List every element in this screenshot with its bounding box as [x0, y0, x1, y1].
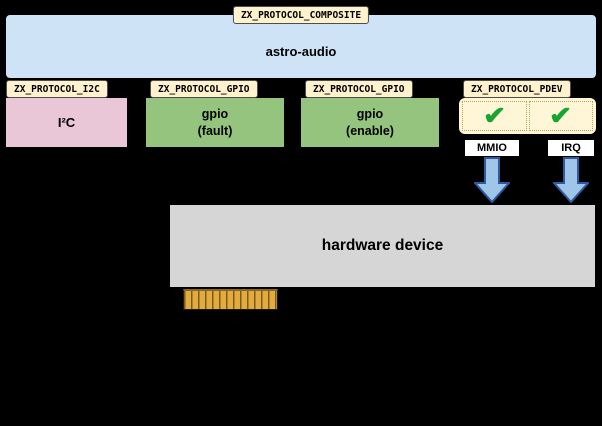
protocol-badge-gpio-enable: ZX_PROTOCOL_GPIO [305, 80, 413, 98]
fragment-gpio-enable: gpio (enable) [300, 97, 440, 148]
fragment-i2c: I²C [5, 97, 128, 148]
mmio-arrow-icon [474, 157, 510, 203]
hardware-device-label: hardware device [321, 237, 444, 254]
composite-driver-box: astro-audio [5, 14, 597, 79]
protocol-badge-i2c: ZX_PROTOCOL_I2C [6, 80, 108, 98]
check-icon: ✔ [482, 101, 506, 130]
fragment-pdev: ✔ ✔ [458, 97, 597, 135]
protocol-badge-pdev: ZX_PROTOCOL_PDEV [463, 80, 571, 98]
fragment-gpio-fault-line2: (fault) [197, 123, 233, 138]
protocol-badge-composite: ZX_PROTOCOL_COMPOSITE [232, 6, 370, 24]
pin-connector [183, 289, 278, 310]
fragment-gpio-enable-line2: (enable) [346, 123, 394, 138]
fragment-gpio-enable-line1: gpio [356, 107, 384, 122]
irq-arrow-icon [553, 157, 589, 203]
fragment-gpio-fault-line1: gpio [201, 107, 229, 122]
irq-port-tag: IRQ [547, 139, 595, 157]
driver-name: astro-audio [265, 44, 337, 59]
protocol-badge-gpio-fault: ZX_PROTOCOL_GPIO [150, 80, 258, 98]
fragment-gpio-fault: gpio (fault) [145, 97, 285, 148]
check-icon: ✔ [549, 101, 573, 130]
pdev-mmio-cell: ✔ [462, 101, 527, 131]
fragment-i2c-label: I²C [57, 115, 76, 130]
pdev-irq-cell: ✔ [528, 101, 593, 131]
mmio-port-tag: MMIO [464, 139, 520, 157]
hardware-device-box: hardware device [168, 203, 597, 289]
